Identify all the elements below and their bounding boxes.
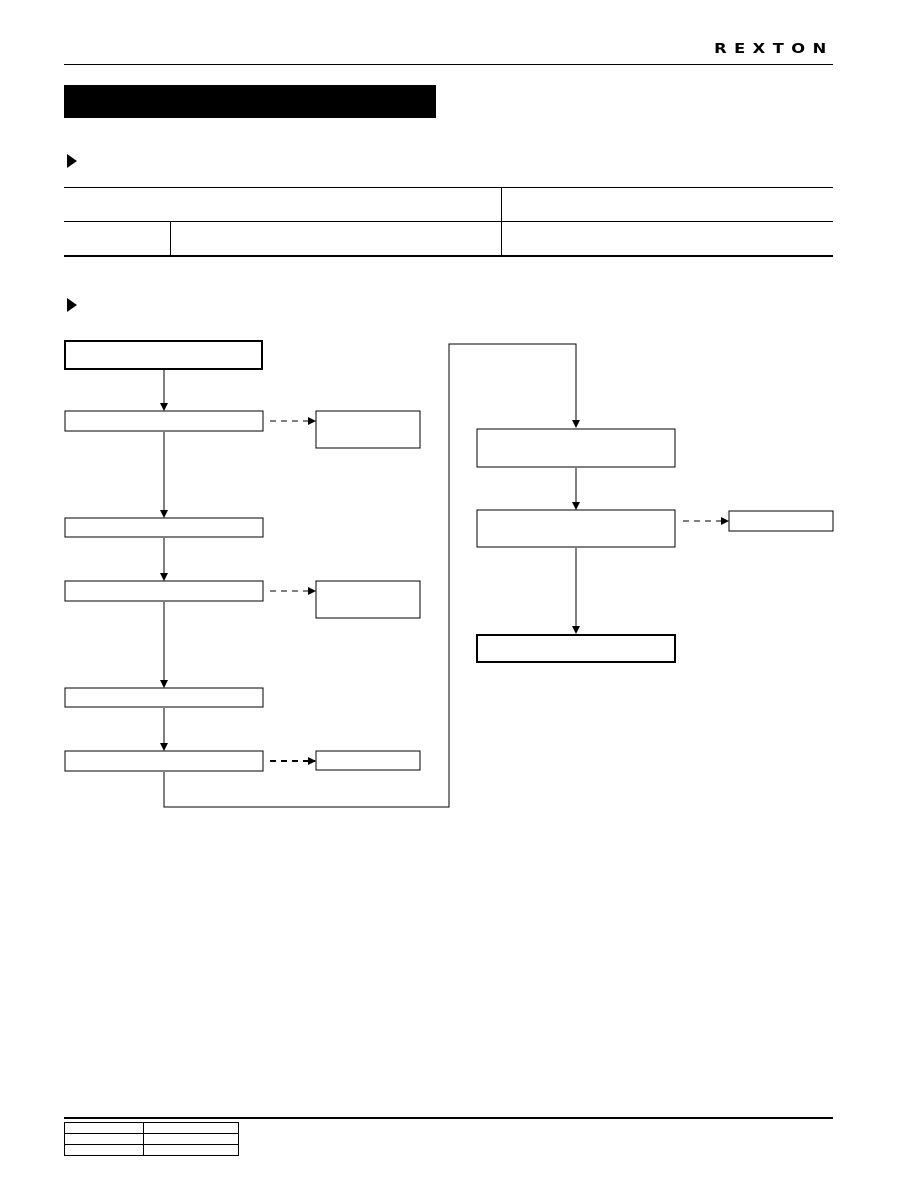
table-bottom-border xyxy=(64,255,833,257)
flow-side-box xyxy=(728,510,834,532)
section-title-bar xyxy=(64,85,436,118)
table-mid-border xyxy=(64,221,833,222)
flow-start-box xyxy=(64,340,263,370)
footer-rule xyxy=(64,1117,833,1119)
table-col-divider xyxy=(170,221,171,256)
flow-step-box xyxy=(64,580,264,602)
flow-side-box xyxy=(315,750,421,771)
brand-logo: REXTON xyxy=(714,42,834,57)
flow-step-box xyxy=(64,517,264,538)
flow-connector xyxy=(163,343,580,808)
footer-table xyxy=(64,1122,239,1156)
table-top-border xyxy=(64,187,833,188)
header-rule xyxy=(64,64,833,65)
flow-step-box xyxy=(476,428,676,468)
flow-step-box xyxy=(64,750,264,772)
flow-step-box xyxy=(64,687,264,708)
flow-step-box xyxy=(64,410,264,432)
flow-side-box xyxy=(315,580,421,619)
table-col-divider xyxy=(501,187,502,256)
flow-step-box xyxy=(476,509,676,548)
section-marker-icon xyxy=(67,154,77,168)
section-marker-icon xyxy=(67,298,77,312)
flow-side-box xyxy=(315,410,421,449)
flow-end-box xyxy=(476,634,676,663)
